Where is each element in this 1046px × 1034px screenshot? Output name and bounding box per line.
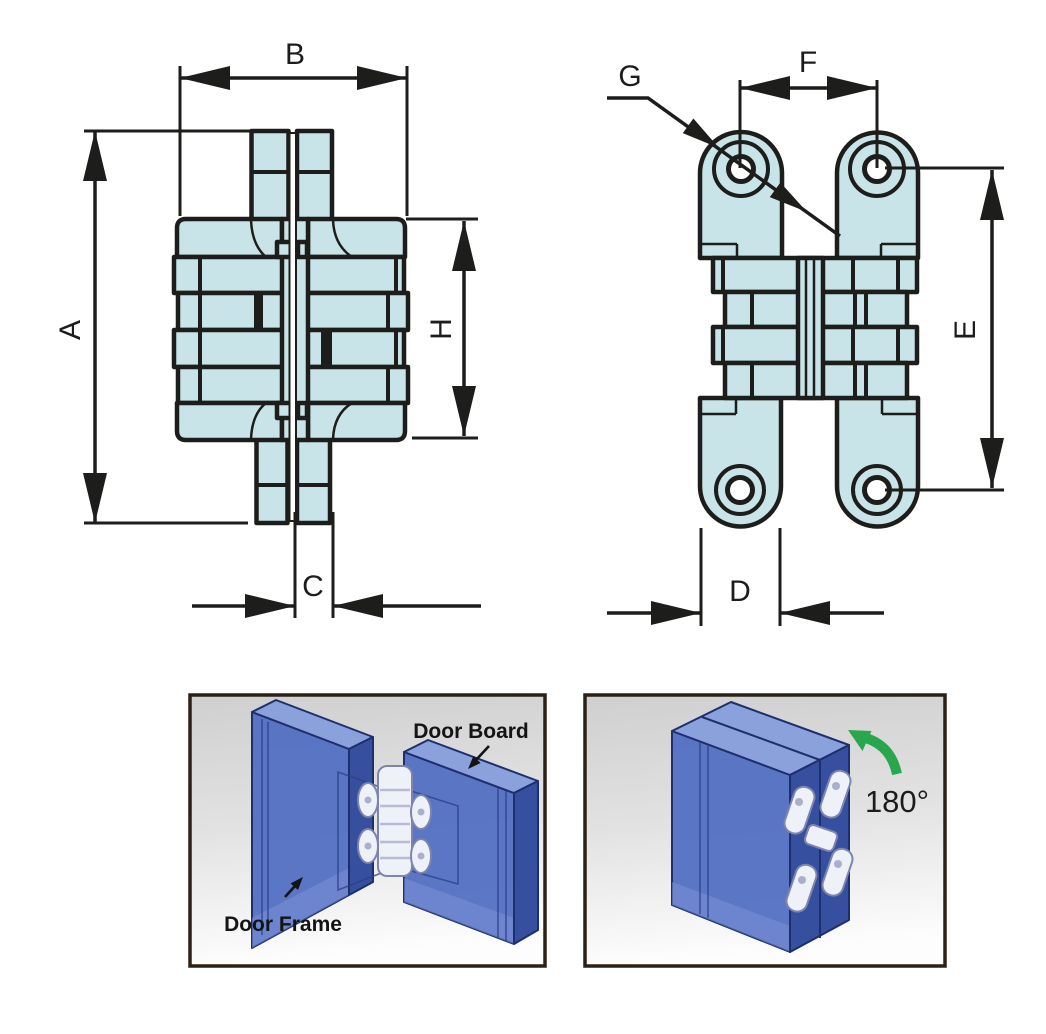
dim-h: H xyxy=(406,217,478,440)
installation-illustration: Door Board Door Frame xyxy=(188,693,547,968)
rotation-illustration: 180° xyxy=(583,693,947,968)
dim-label-b: B xyxy=(285,38,305,71)
dim-label-a: A xyxy=(54,320,87,340)
dim-label-h: H xyxy=(425,318,458,340)
dim-d: D xyxy=(607,528,884,626)
concealed-hinge-3d xyxy=(337,765,459,892)
rotation-arrow-icon xyxy=(848,730,902,776)
dim-label-c: C xyxy=(302,570,324,603)
angle-label: 180° xyxy=(865,784,929,819)
door-frame-arrow xyxy=(284,877,303,898)
door-frame-label: Door Frame xyxy=(224,913,342,936)
hinge-lugs-3d xyxy=(783,769,854,913)
dim-label-g: G xyxy=(618,60,641,93)
hinge-body-front xyxy=(171,128,411,526)
dim-e: E xyxy=(885,166,1004,492)
door-board-panel xyxy=(403,739,539,945)
dim-b: B xyxy=(178,38,409,216)
dim-c: C xyxy=(192,512,481,618)
dim-label-e: E xyxy=(949,320,982,340)
side-view-drawing: G F E D xyxy=(607,46,1004,626)
dim-label-d: D xyxy=(729,575,751,608)
door-frame-panel xyxy=(251,699,374,949)
hinge-body-side xyxy=(697,129,921,529)
dim-a: A xyxy=(54,129,253,525)
dim-f: F xyxy=(738,46,879,168)
front-view-drawing: B A H C xyxy=(54,38,481,618)
dim-g: G xyxy=(607,60,842,238)
door-board-label: Door Board xyxy=(413,720,529,743)
door-board-arrow xyxy=(468,745,490,769)
dim-label-f: F xyxy=(799,46,817,79)
